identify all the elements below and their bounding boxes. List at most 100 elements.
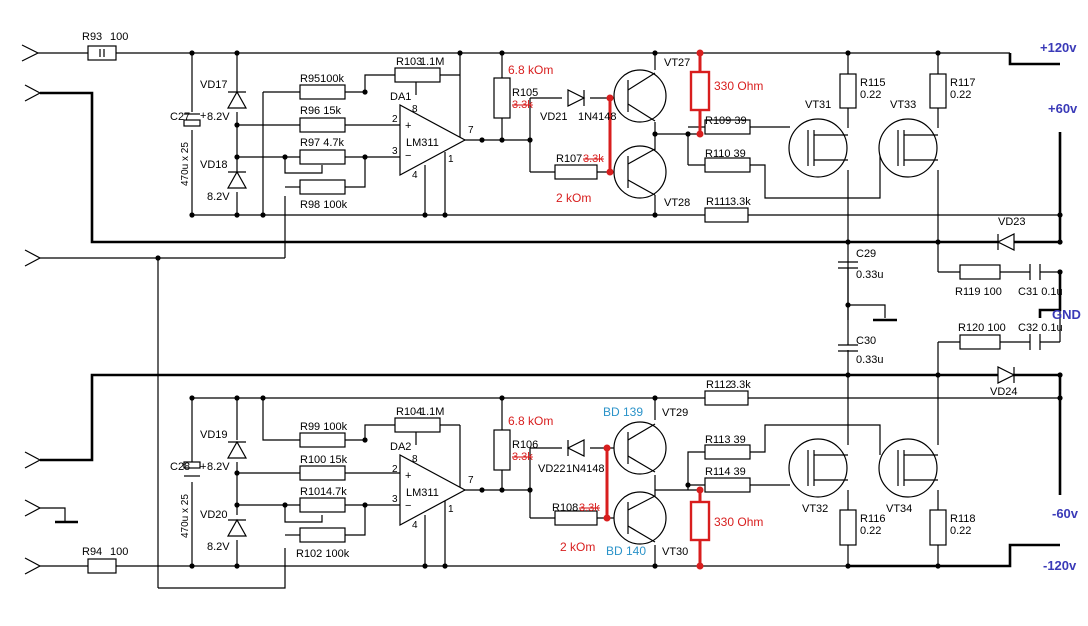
label-c29: C29 [856,248,876,260]
resistor-r107 [554,164,598,180]
label-r115: R115 [860,77,885,89]
label-r93: R93 [82,31,102,43]
label-ic2: LM311 [406,487,439,499]
label-r117-value: 0.22 [950,89,971,101]
top-components [87,45,1015,280]
label-vt29: VT29 [662,407,688,419]
label-da1-pin8: 8 [412,104,418,115]
diode-vd23 [996,233,1015,251]
label-bd140: BD 140 [606,544,646,558]
rail-label-plus120: +120v [1040,40,1077,55]
label-r103-value: 1.1M [420,56,444,68]
resistor-r112 [704,390,749,406]
label-da2-pin3: 3 [392,494,398,505]
label-r106: R106 [512,439,538,451]
resistor-r94 [87,558,117,574]
label-vd18-value: 8.2V [207,191,230,203]
label-r116: R116 [860,513,885,525]
label-r107-new: 2 kOm [556,191,591,205]
label-r120: R120 100 [958,322,1006,334]
resistor-r114 [704,477,751,493]
rail-label-plus60: +60v [1048,101,1078,116]
mosfet-vt31 [788,118,848,178]
label-c28-value: 470u x 25 [180,494,191,538]
resistor-r118 [929,509,947,546]
label-r108-old: 3.3k [579,502,600,514]
label-r103: R103 [396,56,422,68]
resistor-r111 [704,207,749,223]
label-da1-plus: + [405,120,411,132]
label-c28-plus: + [200,461,206,473]
label-c30: C30 [856,335,876,347]
label-r106-new: 6.8 kOm [508,414,553,428]
label-da1-pin2: 2 [392,114,398,125]
resistor-330-bottom [689,500,711,542]
label-r94-value: 100 [110,546,128,558]
label-vd20: VD20 [200,509,228,521]
zener-vd18 [226,170,248,189]
label-r109: R109 39 [705,115,747,127]
zener-vd17 [226,90,248,109]
resistor-r105 [493,77,511,119]
label-r111-value: 3.3k [730,196,751,208]
junction-dots [155,50,1063,569]
label-vd17: VD17 [200,79,228,91]
label-c27-plus: + [200,110,206,122]
top-labels: R93 100 C27 + 470u x 25 VD17 8.2V VD18 8… [82,31,1063,298]
label-r97: R97 4.7k [300,137,345,149]
label-r99: R99 100k [300,421,348,433]
diode-vd24 [997,366,1016,384]
label-r117: R117 [950,77,975,89]
label-r93-value: 100 [110,31,128,43]
label-vd21-value: 1N4148 [578,111,617,123]
rail-labels: +120v +60v GND -60v -120v [1040,40,1081,573]
label-da2-pin1: 1 [448,504,454,515]
resistor-r103 [394,67,441,83]
resistor-r96 [299,117,346,133]
label-r94: R94 [82,546,102,558]
label-vd22-value: 1N4148 [566,463,605,475]
resistor-r101 [299,497,346,513]
resistor-r117 [929,73,947,109]
transistor-vt28 [613,145,667,199]
label-vd20-value: 8.2V [207,541,230,553]
label-vt28: VT28 [664,197,690,209]
label-r112: R112 [706,379,731,391]
resistor-r108 [554,510,598,526]
label-da1: DA1 [390,91,411,103]
label-da2-pin2: 2 [392,464,398,475]
mosfet-vt34 [878,438,938,498]
label-r108-new: 2 kOm [560,540,595,554]
label-r112-value: 3.3k [730,379,751,391]
label-vd21: VD21 [540,111,568,123]
label-vt30: VT30 [662,546,688,558]
resistor-r95 [299,84,346,100]
resistor-r119 [959,264,1001,280]
label-da1-minus: − [405,150,411,162]
label-vd23: VD23 [998,216,1026,228]
opamp-da1 [399,103,467,177]
label-c27-value: 470u x 25 [180,142,191,186]
label-r114: R114 39 [705,466,746,478]
label-c30-value: 0.33u [856,354,884,366]
resistor-r109 [704,119,751,135]
top-wiring [38,52,1062,320]
label-r107: R107 [556,153,582,165]
zener-vd19 [226,440,248,459]
label-r104-value: 1.1M [420,406,444,418]
label-c31: C31 0.1u [1018,286,1063,298]
label-vd24: VD24 [990,386,1018,398]
mosfet-vt32 [788,438,848,498]
label-vd22: VD22 [538,463,566,475]
label-r118-value: 0.22 [950,525,971,537]
label-r115-value: 0.22 [860,89,881,101]
label-c27: C27 [170,111,190,123]
resistor-r113 [704,444,751,460]
label-r111: R111 [706,196,731,208]
transistor-vt30 [613,491,667,545]
label-r104: R104 [396,406,422,418]
output-capacitors [838,261,1041,352]
resistor-r99 [299,432,346,448]
resistor-r100 [299,465,346,481]
